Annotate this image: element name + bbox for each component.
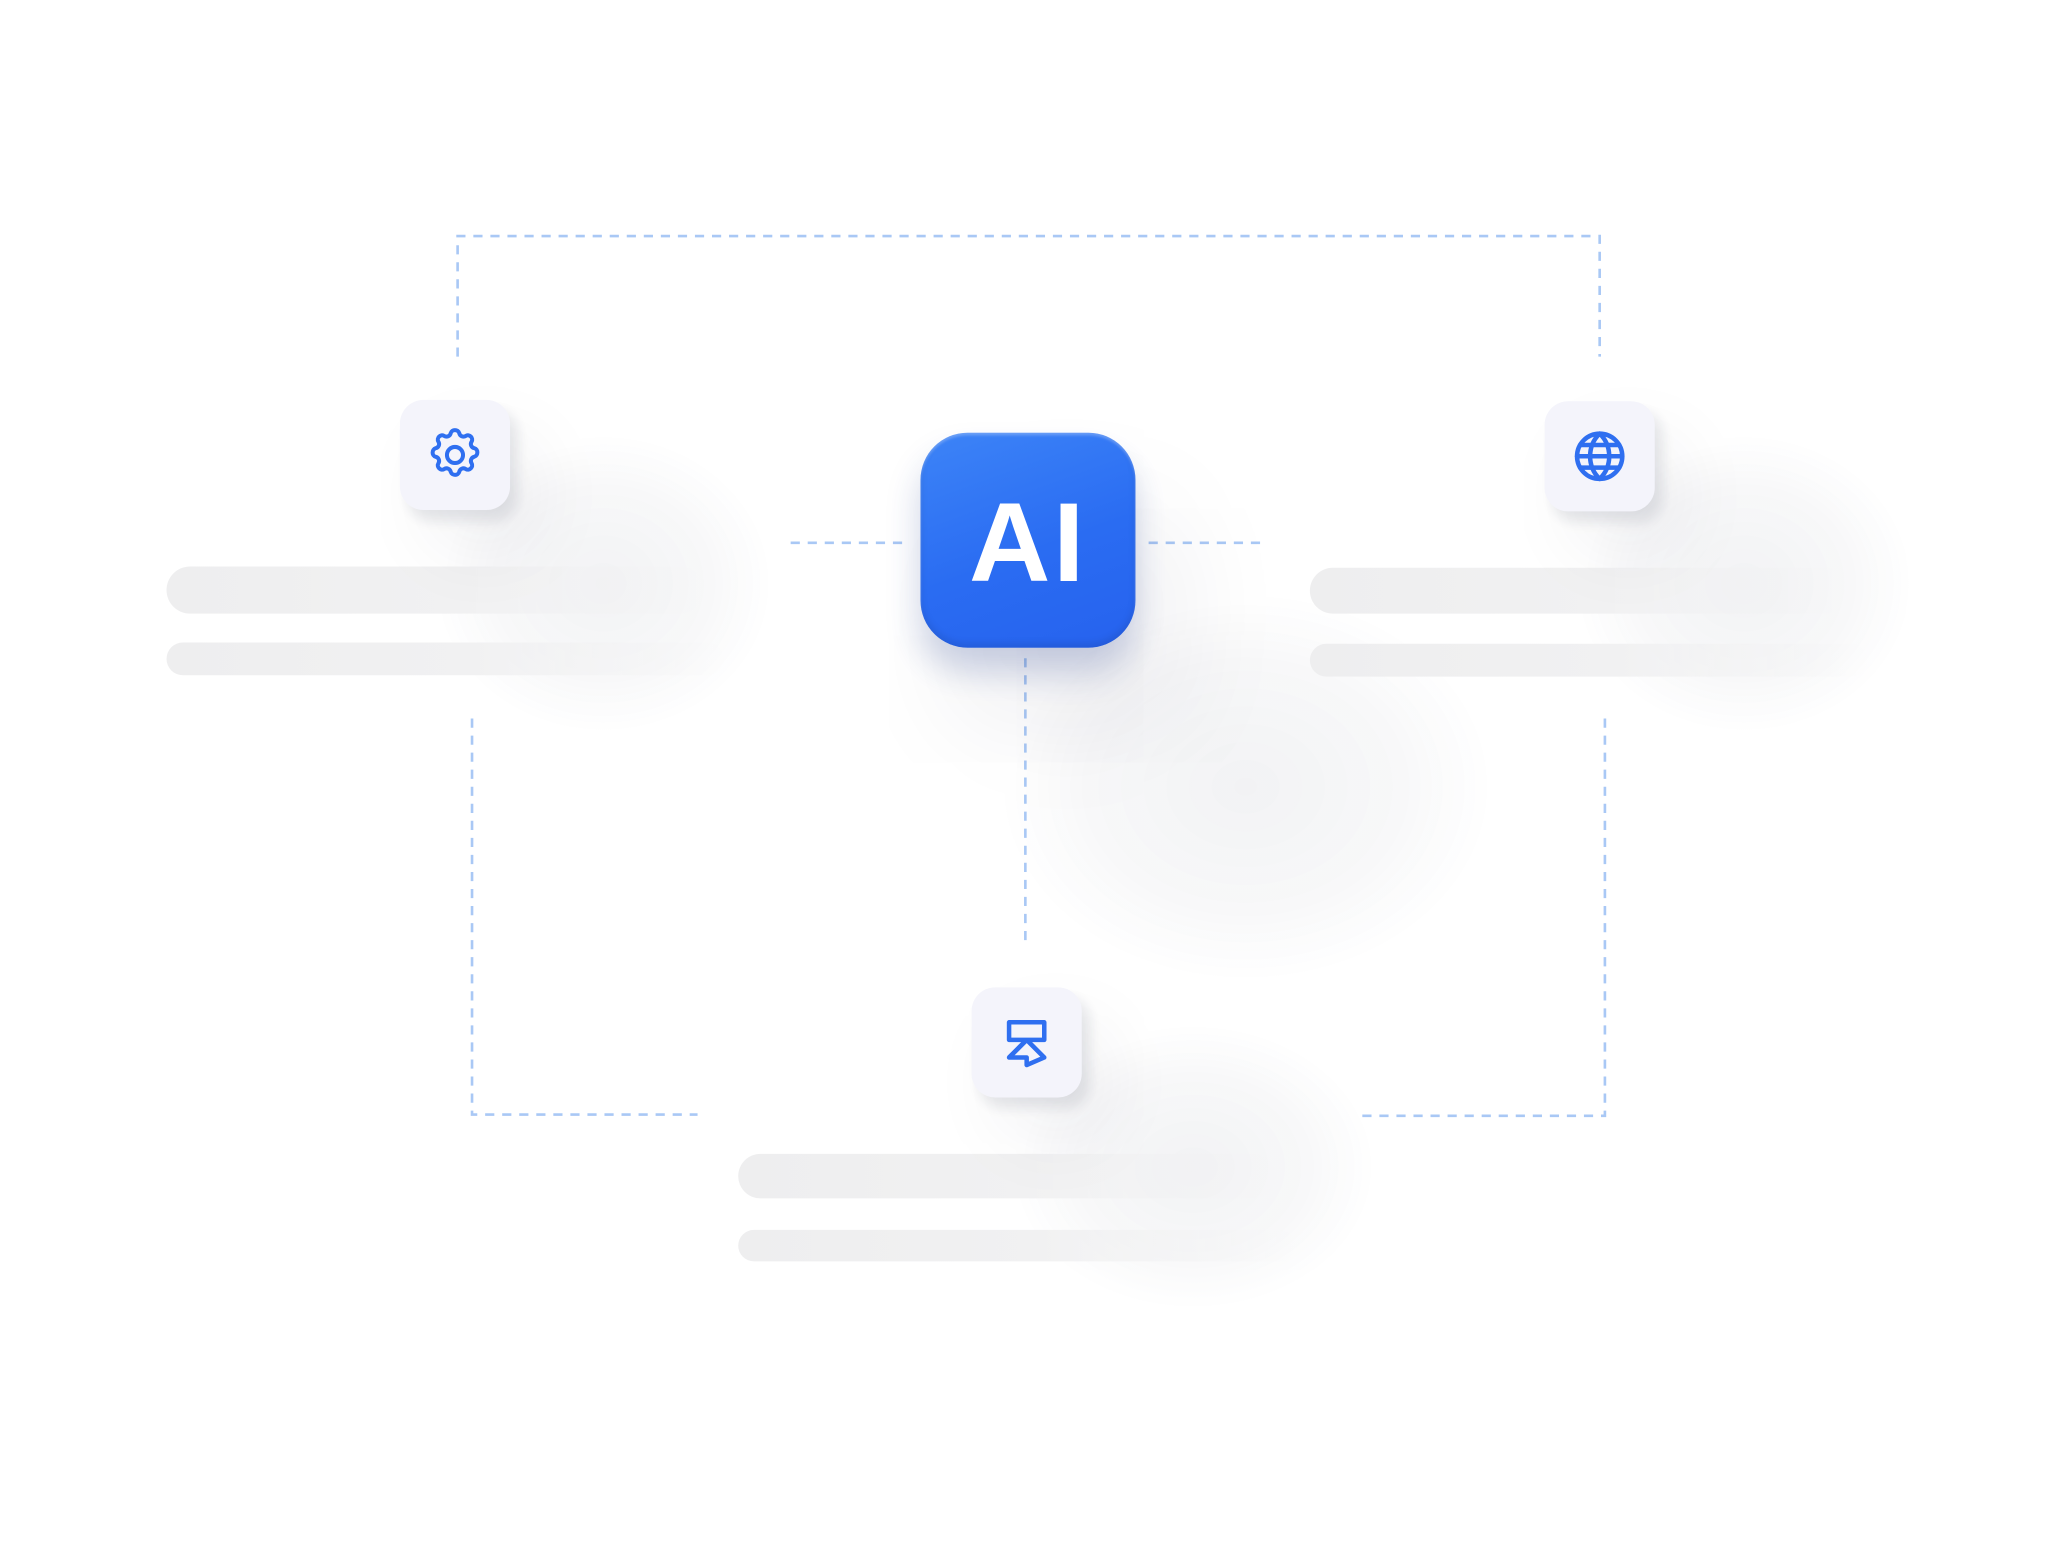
card-bottom [698,944,1360,1306]
connector-bottom-right [1358,718,1607,1118]
card-left [125,357,794,719]
web-node[interactable] [1544,401,1655,512]
connector-top-loop [456,234,1601,357]
globe-icon [1574,431,1625,482]
framer-icon [1006,1020,1047,1068]
ai-hub[interactable]: AI [920,432,1136,648]
gear-icon [430,428,480,477]
card-right [1269,357,1931,719]
ai-hub-label: AI [968,479,1087,606]
text-placeholder-line [166,566,705,614]
text-placeholder-line [1309,567,1848,614]
text-placeholder-line [738,1229,1296,1262]
framer-node[interactable] [971,987,1082,1098]
settings-node[interactable] [399,399,511,511]
text-placeholder-line [738,1153,1276,1199]
text-placeholder-line [166,642,724,676]
text-placeholder-line [1309,643,1868,677]
connector-bottom-left [470,718,698,1116]
